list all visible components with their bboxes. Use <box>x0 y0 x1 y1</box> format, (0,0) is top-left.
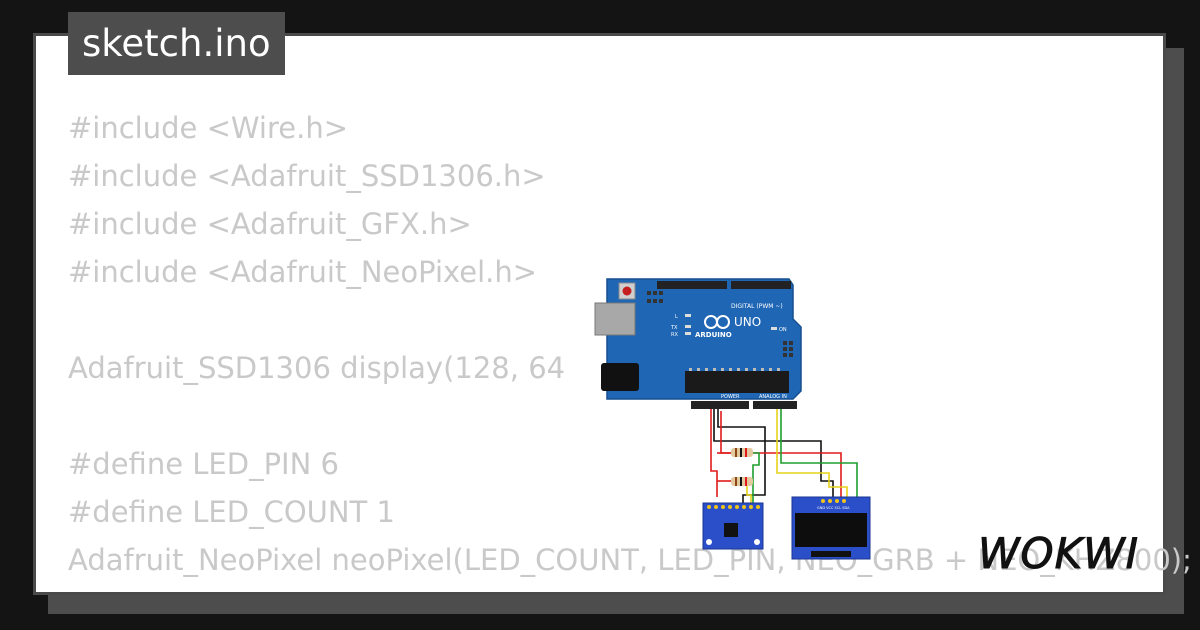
led-tx-label: TX <box>670 325 678 331</box>
wokwi-logo: WOKWI <box>978 529 1139 579</box>
resistor <box>731 448 753 457</box>
code-line: #include <Adafruit_GFX.h> <box>68 207 472 241</box>
sensor-module <box>702 502 764 550</box>
led-l-label: L <box>675 314 678 320</box>
preview-card[interactable]: #include <Wire.h> #include <Adafruit_SSD1… <box>33 33 1192 595</box>
arduino-uno-board: DIGITAL (PWM ~) UNO ARDUINO L TX RX ON <box>594 278 802 409</box>
code-line: Adafruit_NeoPixel neoPixel(LED_COUNT, LE… <box>68 543 1192 577</box>
code-preview: #include <Wire.h> #include <Adafruit_SSD1… <box>68 104 1192 584</box>
board-name: UNO <box>734 315 761 329</box>
logo-text: WOKWI <box>978 529 1139 578</box>
power-label: POWER <box>721 394 740 400</box>
led-rx-label: RX <box>671 332 678 338</box>
analog-header <box>753 401 797 409</box>
power-jack <box>601 363 639 391</box>
led-on-label: ON <box>779 327 787 333</box>
analog-label: ANALOG IN <box>759 394 787 400</box>
circuit-diagram: DIGITAL (PWM ~) UNO ARDUINO L TX RX ON <box>594 278 871 560</box>
digital-header <box>657 281 727 289</box>
digital-label: DIGITAL (PWM ~) <box>731 303 783 310</box>
board-brand: ARDUINO <box>695 331 732 339</box>
wires <box>710 409 858 503</box>
code-line: #include <Adafruit_SSD1306.h> <box>68 159 546 193</box>
code-line: #define LED_PIN 6 <box>68 447 339 481</box>
file-title: sketch.ino <box>68 12 285 75</box>
power-header <box>691 401 749 409</box>
oled-display: GND VCC SCL SDA <box>791 496 871 560</box>
resistor <box>731 477 753 486</box>
microcontroller-chip <box>685 371 789 393</box>
oled-pin-labels: GND VCC SCL SDA <box>817 506 850 510</box>
code-line: Adafruit_SSD1306 display(128, 64 <box>68 351 566 385</box>
code-line: #define LED_COUNT 1 <box>68 495 395 529</box>
usb-port <box>594 302 636 336</box>
code-line: #include <Adafruit_NeoPixel.h> <box>68 255 538 289</box>
code-line: #include <Wire.h> <box>68 111 349 145</box>
